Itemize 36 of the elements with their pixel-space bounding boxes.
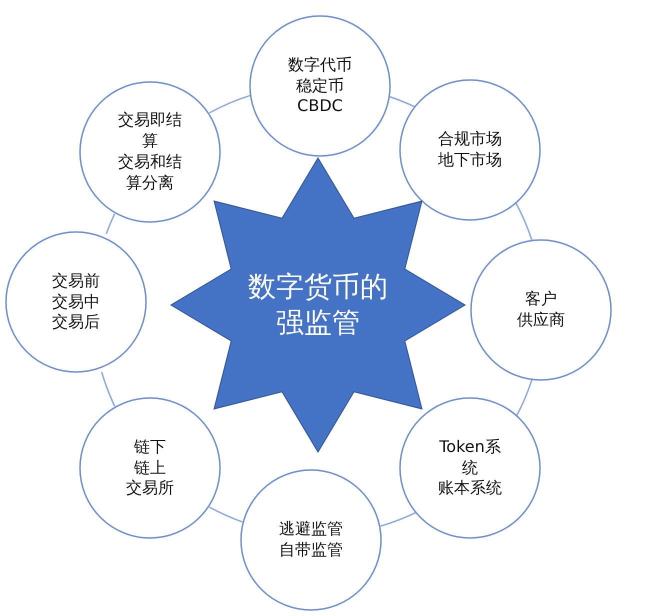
star-title: 数字货币的强监管 [247,268,389,341]
ring-arc [380,512,417,527]
circle-label: 账本系统 [437,478,503,500]
ring-arc [209,506,243,523]
circle-label: 供应商 [516,310,566,331]
circle-label: 数字代币 [287,54,353,76]
ring-arc [516,378,533,417]
circle-label: 地下市场 [437,150,503,171]
circle-label: 合规市场 [437,129,503,150]
circle-label: 交易即结算 [117,110,183,152]
circle-label: 交易和结算分离 [117,152,183,194]
circle-node [249,15,391,157]
circle-node [240,469,382,611]
circle-label: 稳定币 [295,76,345,96]
ring-arc [106,213,116,234]
circle-label: 交易所 [125,478,175,500]
ring-arc [388,96,416,108]
ring-arc [209,94,252,114]
circle-label: 交易中 [51,292,101,312]
ring-arc [100,372,116,407]
ring-arc [514,202,533,242]
circle-label: 逃避监管 [278,519,344,540]
circle-label: CBDC [296,96,344,118]
circle-label: 交易后 [51,312,101,334]
circle-node [79,397,221,539]
circle-label: 链上 [133,458,167,478]
circle-node [399,397,541,539]
circle-node [470,239,612,381]
circle-label: Token系统 [438,436,502,478]
circle-label: 链下 [133,436,167,458]
circle-label: 客户 [524,289,558,310]
circle-label: 自带监管 [278,540,344,561]
circle-node [5,231,147,373]
circle-node [399,79,541,221]
circle-label: 交易前 [51,270,101,292]
circle-node [79,81,221,223]
